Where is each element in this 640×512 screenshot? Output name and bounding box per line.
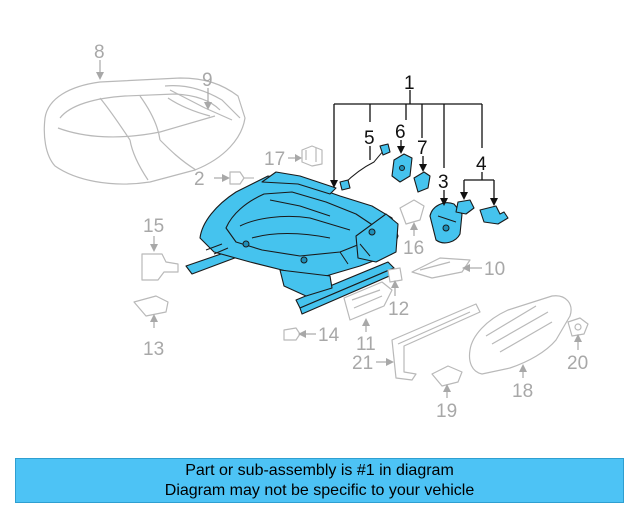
part-12-clip bbox=[387, 267, 403, 296]
arrowhead-9 bbox=[204, 102, 212, 110]
callout-17: 17 bbox=[264, 149, 285, 170]
callout-1: 1 bbox=[404, 73, 415, 94]
callout-20: 20 bbox=[567, 353, 588, 374]
part-9-cushion-cover bbox=[164, 85, 241, 121]
callout-15: 15 bbox=[143, 216, 164, 237]
callout-2: 2 bbox=[194, 169, 205, 190]
part-11-side-cover bbox=[343, 281, 393, 332]
callout-7: 7 bbox=[417, 138, 428, 159]
info-banner: Part or sub-assembly is #1 in diagram Di… bbox=[15, 458, 624, 503]
part-3-actuator bbox=[429, 202, 463, 244]
callout-11: 11 bbox=[356, 334, 376, 355]
part-20-clip bbox=[567, 317, 589, 350]
part-10-trim bbox=[411, 257, 482, 279]
callout-12: 12 bbox=[388, 299, 409, 320]
part-18-shield bbox=[468, 295, 572, 378]
part-8-cushion-pad bbox=[43, 77, 246, 185]
callout-21: 21 bbox=[352, 353, 373, 374]
part-21-wire-frame bbox=[376, 303, 481, 381]
part-6-motor bbox=[391, 153, 413, 183]
callout-18: 18 bbox=[512, 381, 533, 402]
callout-10: 10 bbox=[484, 259, 505, 280]
callout-13: 13 bbox=[143, 339, 164, 360]
part-17-clip bbox=[288, 145, 323, 167]
part-19-knob bbox=[431, 365, 463, 398]
banner-line-1: Part or sub-assembly is #1 in diagram bbox=[185, 461, 454, 479]
callout-19: 19 bbox=[436, 401, 457, 422]
part-4-fasteners bbox=[455, 199, 509, 225]
callout-4: 4 bbox=[476, 154, 487, 175]
part-15-lever bbox=[141, 236, 179, 281]
part-2-bolt bbox=[214, 171, 254, 185]
callout-8: 8 bbox=[94, 42, 105, 63]
callout-3: 3 bbox=[438, 172, 449, 193]
callout-16: 16 bbox=[403, 238, 424, 259]
part-16-bracket bbox=[399, 199, 425, 236]
arrowhead-8 bbox=[96, 72, 104, 80]
banner-line-2: Diagram may not be specific to your vehi… bbox=[164, 481, 475, 499]
part-5-cable bbox=[339, 143, 391, 191]
leader-lines-assembly bbox=[330, 90, 498, 206]
callout-14: 14 bbox=[318, 325, 340, 346]
part-13-handle bbox=[133, 295, 169, 328]
part-1-seat-frame bbox=[185, 171, 399, 315]
part-14-connector bbox=[283, 327, 316, 341]
callout-9: 9 bbox=[202, 70, 213, 91]
callout-6: 6 bbox=[395, 122, 406, 143]
part-7-switch bbox=[413, 171, 431, 193]
callout-5: 5 bbox=[364, 128, 375, 149]
